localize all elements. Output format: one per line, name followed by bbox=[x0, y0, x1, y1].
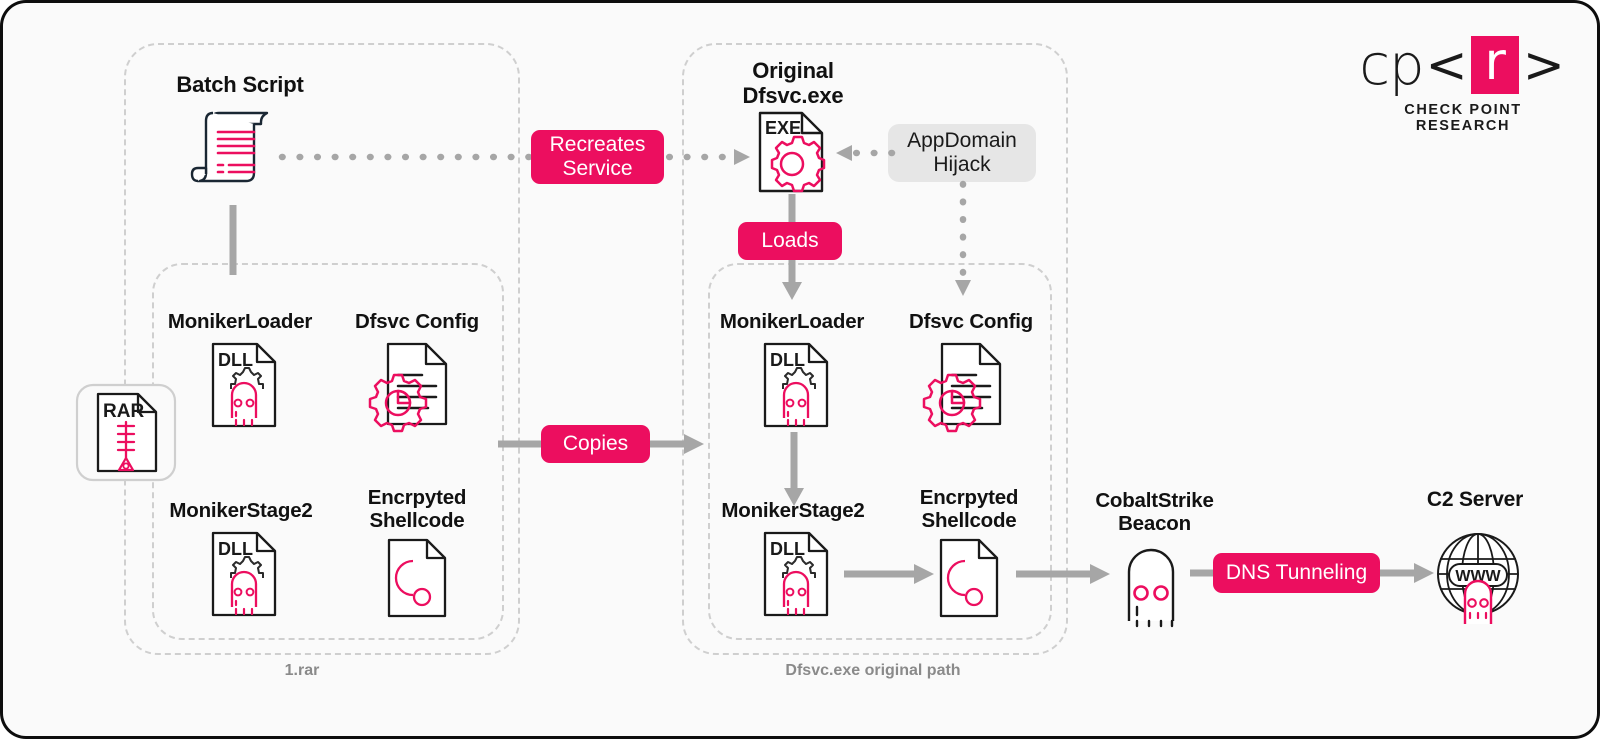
shellcode-document-icon bbox=[386, 537, 448, 619]
right-dfsvc-config-label: Dfsvc Config bbox=[908, 310, 1034, 333]
left-dfsvc-config-label: Dfsvc Config bbox=[354, 310, 480, 333]
appdomain-to-config-connector bbox=[952, 180, 974, 302]
dll-ghost-icon: DLL bbox=[759, 529, 833, 619]
dfsvc-path-panel-caption: Dfsvc.exe original path bbox=[785, 662, 961, 679]
dll-ghost-icon: DLL bbox=[207, 340, 281, 430]
exe-gear-icon: EXE bbox=[756, 110, 828, 194]
shellcode-document-icon bbox=[938, 537, 1000, 619]
right-shellcode-label: Encrpyted Shellcode bbox=[919, 486, 1019, 533]
dns-tunneling-pill: DNS Tunneling bbox=[1213, 553, 1380, 593]
batch-to-payloads-connector bbox=[225, 205, 241, 275]
appdomain-to-exe-connector bbox=[832, 142, 896, 164]
left-shellcode-label: Encrpyted Shellcode bbox=[367, 486, 467, 533]
recreates-service-connector bbox=[278, 146, 754, 168]
rar-archive-panel bbox=[124, 43, 520, 655]
config-gear-document-icon bbox=[358, 340, 458, 438]
svg-text:DLL: DLL bbox=[218, 539, 253, 559]
cobalt-beacon-label: CobaltStrike Beacon bbox=[1095, 489, 1214, 536]
stage2-to-shellcode-connector bbox=[844, 562, 936, 586]
globe-www-skull-icon: WWW bbox=[1432, 528, 1524, 624]
logo-r-badge: r bbox=[1471, 36, 1519, 94]
svg-text:RAR: RAR bbox=[103, 401, 144, 422]
dll-ghost-icon: DLL bbox=[207, 529, 281, 619]
check-point-research-logo: cp < r > CHECK POINT RESEARCH bbox=[1359, 33, 1565, 135]
shellcode-to-beacon-connector bbox=[1016, 562, 1112, 586]
ghost-icon bbox=[1113, 531, 1189, 628]
svg-text:DLL: DLL bbox=[770, 539, 805, 559]
svg-text:DLL: DLL bbox=[218, 350, 253, 370]
loads-pill: Loads bbox=[738, 222, 842, 260]
left-moniker-stage2-label: MonikerStage2 bbox=[169, 499, 313, 522]
svg-text:EXE: EXE bbox=[765, 118, 801, 138]
script-icon bbox=[186, 104, 286, 194]
dfsvc-path-panel bbox=[682, 43, 1068, 655]
loader-to-stage2-connector bbox=[782, 432, 806, 508]
c2-server-label: C2 Server bbox=[1426, 488, 1524, 511]
right-moniker-loader-label: MonikerLoader bbox=[719, 310, 865, 333]
rar-archive-icon: RAR bbox=[75, 383, 177, 482]
svg-text:WWW: WWW bbox=[1455, 568, 1501, 585]
dll-ghost-icon: DLL bbox=[759, 340, 833, 430]
copies-pill: Copies bbox=[541, 425, 650, 463]
logo-tagline: CHECK POINT RESEARCH bbox=[1404, 102, 1522, 134]
logo-mark: cp < r > bbox=[1359, 33, 1565, 98]
rar-archive-panel-caption: 1.rar bbox=[284, 662, 320, 679]
recreates-service-pill: Recreates Service bbox=[531, 130, 664, 184]
config-gear-document-icon bbox=[912, 340, 1012, 438]
svg-text:DLL: DLL bbox=[770, 350, 805, 370]
logo-left-bracket-icon: < bbox=[1425, 36, 1468, 94]
dfsvc-path-inner-panel bbox=[708, 263, 1052, 640]
left-moniker-loader-label: MonikerLoader bbox=[167, 310, 313, 333]
appdomain-hijack-pill: AppDomain Hijack bbox=[888, 124, 1036, 182]
original-dfsvc-label: Original Dfsvc.exe bbox=[742, 58, 844, 109]
logo-right-bracket-icon: > bbox=[1522, 36, 1565, 94]
batch-script-label: Batch Script bbox=[176, 72, 304, 97]
logo-cp-text: cp bbox=[1359, 32, 1424, 98]
right-moniker-stage2-label: MonikerStage2 bbox=[721, 499, 865, 522]
